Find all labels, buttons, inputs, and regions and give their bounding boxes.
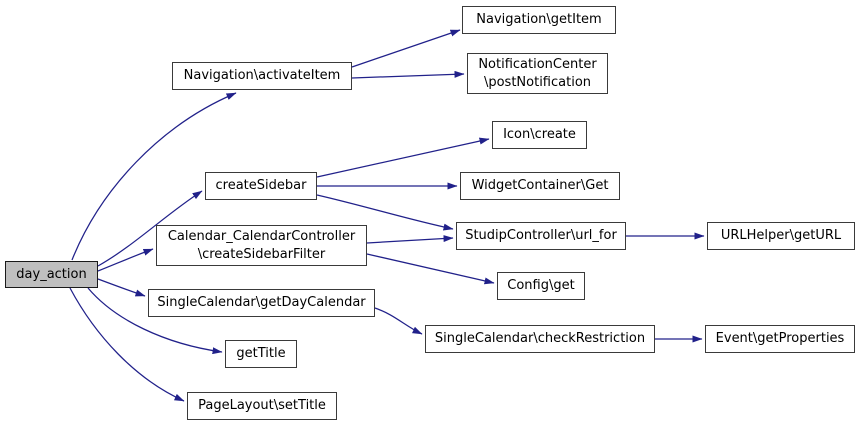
node-singlecalendar-checkrestriction[interactable]: SingleCalendar\checkRestriction: [425, 325, 655, 353]
node-day-action: day_action: [5, 261, 98, 288]
edge-day_action-to-setTitle: [69, 287, 185, 402]
node-createsidebar[interactable]: createSidebar: [205, 172, 317, 200]
edge-activateItem-to-postNotification: [351, 70, 465, 79]
edge-createSidebarFilter-to-configGet: [366, 253, 495, 285]
node-notificationcenter-postnotification[interactable]: NotificationCenter \postNotification: [467, 53, 608, 94]
node-studipcontroller-url-for[interactable]: StudipController\url_for: [456, 222, 626, 250]
edge-activateItem-to-getItem: [351, 29, 461, 68]
node-navigation-getitem[interactable]: Navigation\getItem: [462, 6, 616, 34]
edge-day_action-to-activateItem: [71, 92, 237, 261]
edge-createSidebarFilter-to-urlFor: [366, 235, 454, 244]
edge-day_action-to-createSidebarFilter: [97, 248, 154, 272]
node-singlecalendar-getdaycalendar[interactable]: SingleCalendar\getDayCalendar: [148, 289, 375, 317]
edge-createSidebar-to-iconCreate: [316, 137, 490, 178]
edge-getDayCalendar-to-checkRestriction: [374, 307, 423, 335]
node-event-getproperties[interactable]: Event\getProperties: [705, 325, 855, 353]
node-widgetcontainer-get[interactable]: WidgetContainer\Get: [460, 172, 620, 200]
edge-day_action-to-getTitle: [87, 287, 223, 355]
node-pagelayout-settitle[interactable]: PageLayout\setTitle: [187, 392, 337, 420]
node-icon-create[interactable]: Icon\create: [492, 121, 587, 149]
node-config-get[interactable]: Config\get: [497, 272, 585, 300]
node-gettitle[interactable]: getTitle: [225, 340, 297, 368]
node-navigation-activateitem[interactable]: Navigation\activateItem: [172, 62, 352, 90]
edge-day_action-to-createSidebar: [97, 190, 203, 267]
node-calendar-calendarcontroller-createsidebarfilter[interactable]: Calendar_CalendarController \createSideb…: [156, 225, 367, 266]
node-urlhelper-geturl[interactable]: URLHelper\getURL: [707, 222, 855, 250]
edge-createSidebar-to-urlFor: [316, 194, 454, 231]
edge-day_action-to-getDayCalendar: [97, 278, 146, 297]
